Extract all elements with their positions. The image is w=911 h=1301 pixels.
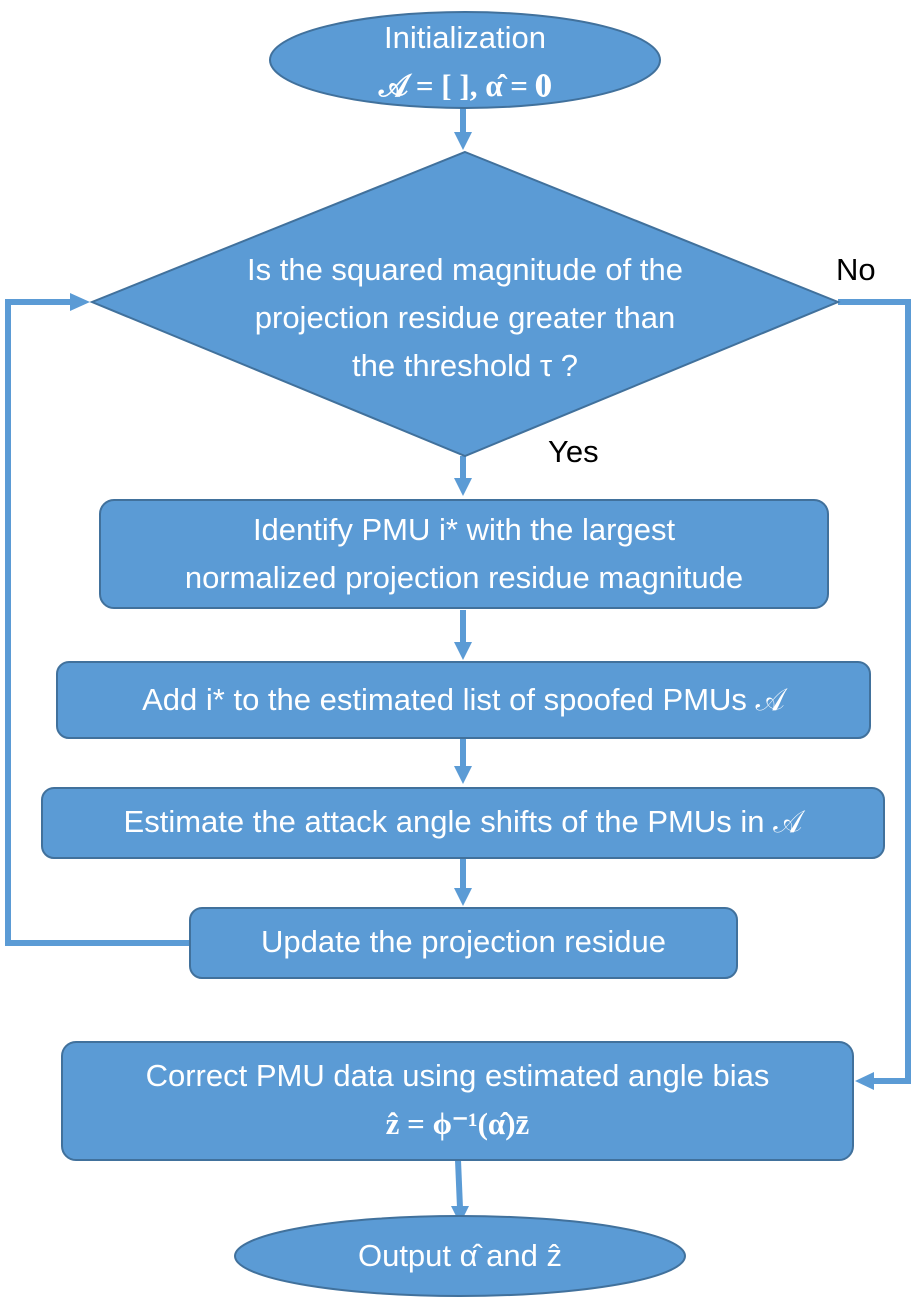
step-add-label: Add i* to the estimated list of spoofed …: [57, 676, 870, 724]
arrow-step3-to-step4: [454, 888, 472, 906]
correct-formula: ẑ = ϕ⁻¹(α̂)z̄: [385, 1106, 530, 1142]
step-identify-line-2: normalized projection residue magnitude: [184, 560, 744, 596]
start-title: Initialization: [384, 20, 546, 55]
correct-label: Correct PMU data using estimated angle b…: [62, 1052, 853, 1148]
correct-line-1: Correct PMU data using estimated angle b…: [145, 1058, 770, 1093]
no-label: No: [836, 252, 876, 287]
end-label: Output α̂ and ẑ: [235, 1232, 685, 1280]
decision-line-3: the threshold τ ?: [352, 348, 578, 384]
step-identify-line-1: Identify PMU i* with the largest: [252, 512, 676, 547]
decision-label: Is the squared magnitude of the projecti…: [165, 246, 765, 390]
arrow-loop-back: [70, 293, 90, 311]
step-estimate-node: [41, 787, 885, 859]
arrow-step1-to-step2: [454, 642, 472, 660]
decision-node: [89, 150, 841, 458]
arrow-decision-no: [855, 1072, 874, 1090]
start-node: [269, 11, 661, 109]
edge-decision-no: [838, 299, 911, 1084]
yes-label: Yes: [548, 434, 599, 469]
step-estimate-label: Estimate the attack angle shifts of the …: [42, 798, 884, 846]
step-add-node: [56, 661, 871, 739]
decision-line-1: Is the squared magnitude of the: [246, 252, 683, 287]
arrow-start-to-decision: [454, 132, 472, 150]
step-estimate-line-1: Estimate the attack angle shifts of the …: [123, 804, 803, 839]
correct-node: [61, 1041, 854, 1161]
step-update-label: Update the projection residue: [190, 918, 737, 966]
step-identify-label: Identify PMU i* with the largest normali…: [100, 506, 828, 602]
edge-correct-to-end: [455, 1159, 463, 1209]
step-add-line-1: Add i* to the estimated list of spoofed …: [142, 682, 785, 717]
arrow-decision-yes: [454, 478, 472, 496]
edge-loop-back: [5, 299, 190, 946]
end-node: [234, 1215, 686, 1297]
step-update-node: [189, 907, 738, 979]
start-math: 𝒜 = [ ], α̂ = 𝟎: [378, 68, 552, 104]
step-update-line-1: Update the projection residue: [261, 924, 666, 959]
end-text: Output α̂ and ẑ: [357, 1238, 563, 1273]
edges: [5, 108, 911, 1224]
nodes: [41, 11, 885, 1297]
decision-line-2: projection residue greater than: [254, 300, 676, 336]
arrow-step2-to-step3: [454, 766, 472, 784]
start-label: Initialization 𝒜 = [ ], α̂ = 𝟎: [265, 14, 665, 110]
step-identify-node: [99, 499, 829, 609]
